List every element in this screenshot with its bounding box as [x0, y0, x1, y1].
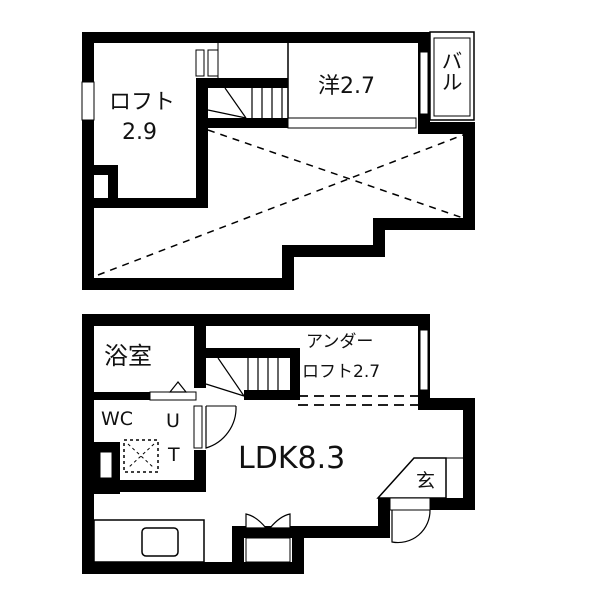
under-loft-label-2: ロフト2.7 — [302, 362, 381, 382]
western-room-label: 洋2.7 — [318, 74, 375, 99]
balcony-label: バル — [439, 50, 463, 92]
entrance-door-swing — [391, 509, 431, 544]
lower-bottom-wall — [82, 562, 304, 574]
ut-door-swing — [205, 405, 237, 449]
window-fixture — [245, 513, 268, 529]
loft-window — [81, 81, 95, 121]
balcony-outline — [429, 31, 475, 121]
under-loft-label-1: アンダー — [306, 332, 374, 352]
bath-door-marker — [168, 381, 188, 393]
under-loft-boundary — [298, 395, 418, 406]
lower-left-wall — [82, 314, 94, 574]
loft-right-wall — [196, 78, 208, 208]
loft-size: 2.9 — [122, 120, 157, 145]
loft-label: ロフト — [109, 90, 176, 115]
upper-right-wall — [463, 122, 475, 230]
upper-stairs — [207, 87, 283, 119]
entrance-label: 玄 — [416, 470, 436, 492]
toilet-fixture — [123, 439, 159, 473]
upper-top-wall — [82, 32, 430, 43]
upper-bottom-wall — [82, 278, 292, 290]
ldk-label: LDK8.3 — [238, 441, 346, 476]
lower-stairs — [205, 357, 279, 397]
bathroom-label: 浴室 — [104, 342, 152, 370]
ut-label-u: U — [166, 410, 180, 432]
kitchen-sink — [141, 527, 179, 557]
open-void-x — [97, 129, 464, 276]
upper-left-wall — [82, 32, 94, 290]
entrance-area — [376, 457, 447, 499]
ut-label-t: T — [168, 444, 180, 466]
lower-top-wall — [82, 314, 430, 326]
wc-label: WC — [101, 408, 134, 430]
